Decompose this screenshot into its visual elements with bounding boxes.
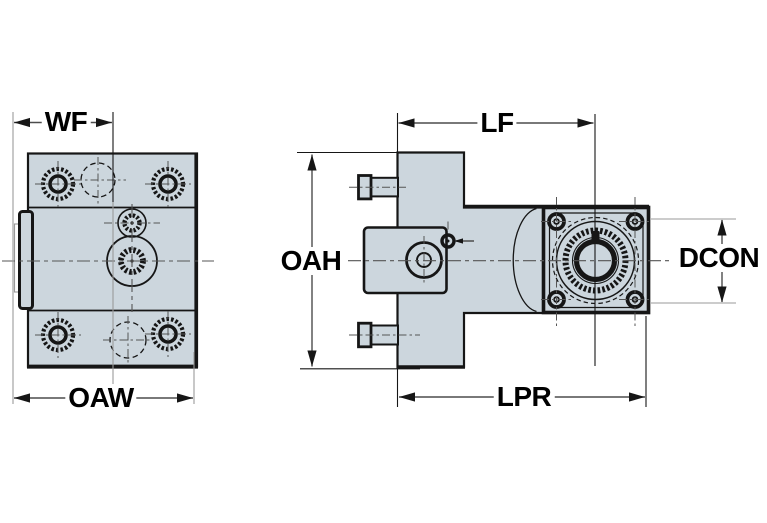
front-side-tab	[18, 210, 34, 310]
arrowhead-down-icon	[307, 350, 317, 367]
dim-label-dcon: DCON	[675, 244, 763, 272]
arrowhead-up-icon	[717, 219, 727, 236]
hidden-hole-bottom	[103, 316, 153, 364]
side-view	[348, 114, 670, 369]
leader-arrow-icon	[454, 238, 463, 244]
hidden-hole-top	[74, 157, 126, 204]
front-view	[2, 152, 214, 369]
dim-label-wf: WF	[41, 108, 91, 136]
bolt-hole-top-right	[145, 161, 191, 207]
stud-bottom	[349, 321, 420, 349]
coupling-flange	[541, 197, 651, 327]
clamp-pin	[440, 221, 474, 249]
arrowhead-left-icon	[14, 393, 30, 403]
arrowhead-left-icon	[399, 392, 415, 402]
bolt-hole-bottom-left	[35, 312, 81, 358]
wf-dimension	[12, 112, 114, 404]
bolt-hole-bottom-right	[145, 311, 191, 357]
stud-top	[349, 174, 406, 201]
arrowhead-left-icon	[398, 118, 415, 128]
arrowhead-right-icon	[577, 118, 594, 128]
dim-label-lpr: LPR	[493, 383, 555, 411]
arrowhead-down-icon	[717, 286, 727, 303]
arrowhead-right-icon	[177, 393, 193, 403]
dim-label-oah: OAH	[277, 247, 345, 275]
arrowhead-up-icon	[307, 154, 317, 171]
flange-bell-contour	[512, 207, 537, 313]
dimensions	[12, 112, 736, 407]
arrowhead-right-icon	[96, 117, 112, 128]
arrowhead-right-icon	[629, 392, 645, 402]
dim-label-oaw: OAW	[65, 384, 137, 412]
dim-label-lf: LF	[477, 109, 517, 137]
arrowhead-left-icon	[14, 117, 30, 128]
bolt-hole-top-left	[35, 161, 81, 207]
